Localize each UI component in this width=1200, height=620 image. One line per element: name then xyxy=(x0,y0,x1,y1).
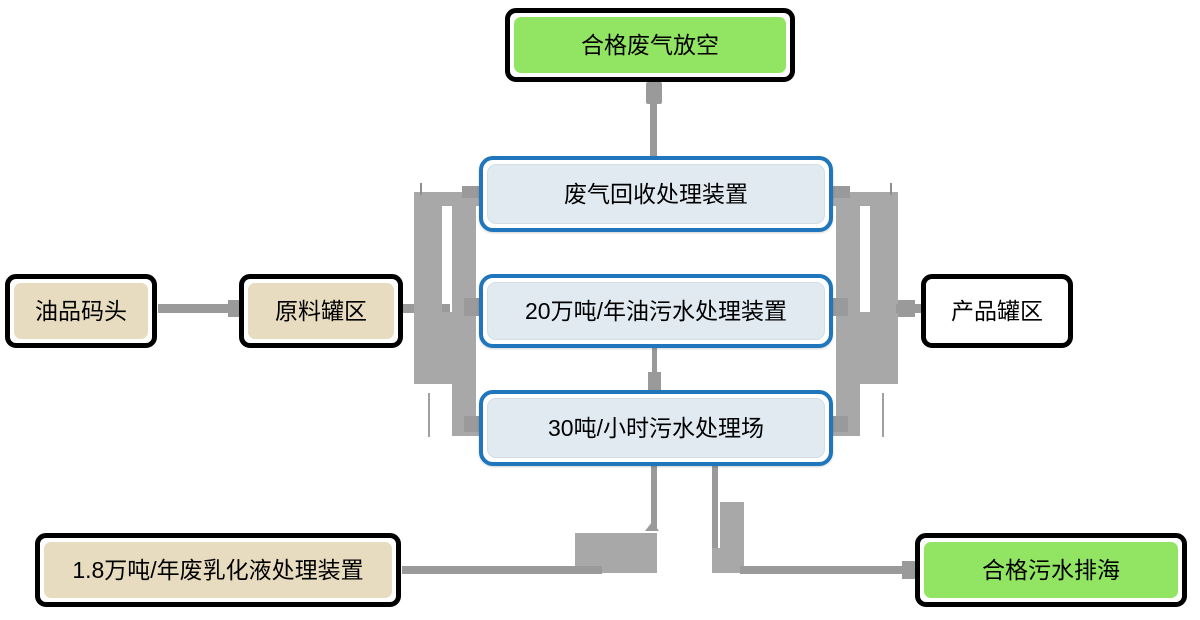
node-oil-terminal-label: 油品码头 xyxy=(35,297,127,324)
right-bus-stroke-inner xyxy=(882,393,884,437)
arrowhead-terminal-to-tankfarm xyxy=(228,300,241,317)
right-bus-lower-vertical xyxy=(836,312,860,434)
connector-gasrecovery-to-vent xyxy=(650,86,657,158)
arrowhead-rightbus-to-product xyxy=(898,300,915,317)
node-emulsion-waste-unit[interactable]: 1.8万吨/年废乳化液处理装置 xyxy=(35,533,401,607)
connector-terminal-to-tankfarm xyxy=(158,304,236,313)
connector-sewage-right-vertical xyxy=(712,466,718,573)
left-bus-lower-vertical xyxy=(452,312,476,434)
arrowhead-oilyunit-to-sewage xyxy=(648,372,661,392)
node-oily-wastewater-unit[interactable]: 20万吨/年油污水处理装置 xyxy=(479,274,833,348)
arrowhead-bottombus-to-sea xyxy=(902,561,919,579)
node-discharge-to-sea-label: 合格污水排海 xyxy=(982,556,1120,583)
left-bus-mid-vertical xyxy=(452,192,476,312)
node-oily-wastewater-unit-label: 20万吨/年油污水处理装置 xyxy=(525,297,787,324)
right-bus-stroke-top xyxy=(890,183,892,195)
node-raw-material-tank-farm-label: 原料罐区 xyxy=(275,297,367,324)
right-bus-mid-vertical xyxy=(836,192,860,312)
arrowhead-into-sewage-from-below xyxy=(645,522,659,531)
connector-emulsion-to-bottombus xyxy=(402,566,602,574)
node-product-tank-farm-label: 产品罐区 xyxy=(951,297,1043,324)
connector-sewage-bottom-foot xyxy=(712,548,744,573)
connector-bottombus-to-sea xyxy=(740,566,920,574)
right-bus-marker-mid xyxy=(832,298,848,316)
left-bus-stroke-top xyxy=(420,183,422,195)
node-gas-recovery[interactable]: 废气回收处理装置 xyxy=(479,156,833,232)
node-sewage-plant-label: 30吨/小时污水处理场 xyxy=(548,414,764,441)
node-product-tank-farm[interactable]: 产品罐区 xyxy=(921,274,1073,348)
connector-oilyunit-to-sewage xyxy=(652,348,657,392)
right-bus-arrow-from-gas-recovery xyxy=(830,186,850,198)
left-bus-marker-mid xyxy=(464,298,480,316)
left-bus-stroke-inner xyxy=(428,393,430,437)
left-bus-marker-bottom xyxy=(464,416,482,432)
node-vent-gas[interactable]: 合格废气放空 xyxy=(505,8,795,82)
node-raw-material-tank-farm[interactable]: 原料罐区 xyxy=(239,274,403,348)
arrowhead-gasrecovery-to-vent xyxy=(646,82,662,104)
connector-sewage-down-stub xyxy=(651,466,657,530)
node-vent-gas-label: 合格废气放空 xyxy=(581,31,719,58)
node-oil-terminal[interactable]: 油品码头 xyxy=(5,274,157,348)
right-bus-marker-bottom xyxy=(830,416,848,432)
node-sewage-plant[interactable]: 30吨/小时污水处理场 xyxy=(479,390,833,466)
node-gas-recovery-label: 废气回收处理装置 xyxy=(564,180,748,207)
node-emulsion-waste-unit-label: 1.8万吨/年废乳化液处理装置 xyxy=(72,556,364,583)
left-bus-arrow-into-gas-recovery xyxy=(462,186,482,198)
node-discharge-to-sea[interactable]: 合格污水排海 xyxy=(915,533,1187,607)
